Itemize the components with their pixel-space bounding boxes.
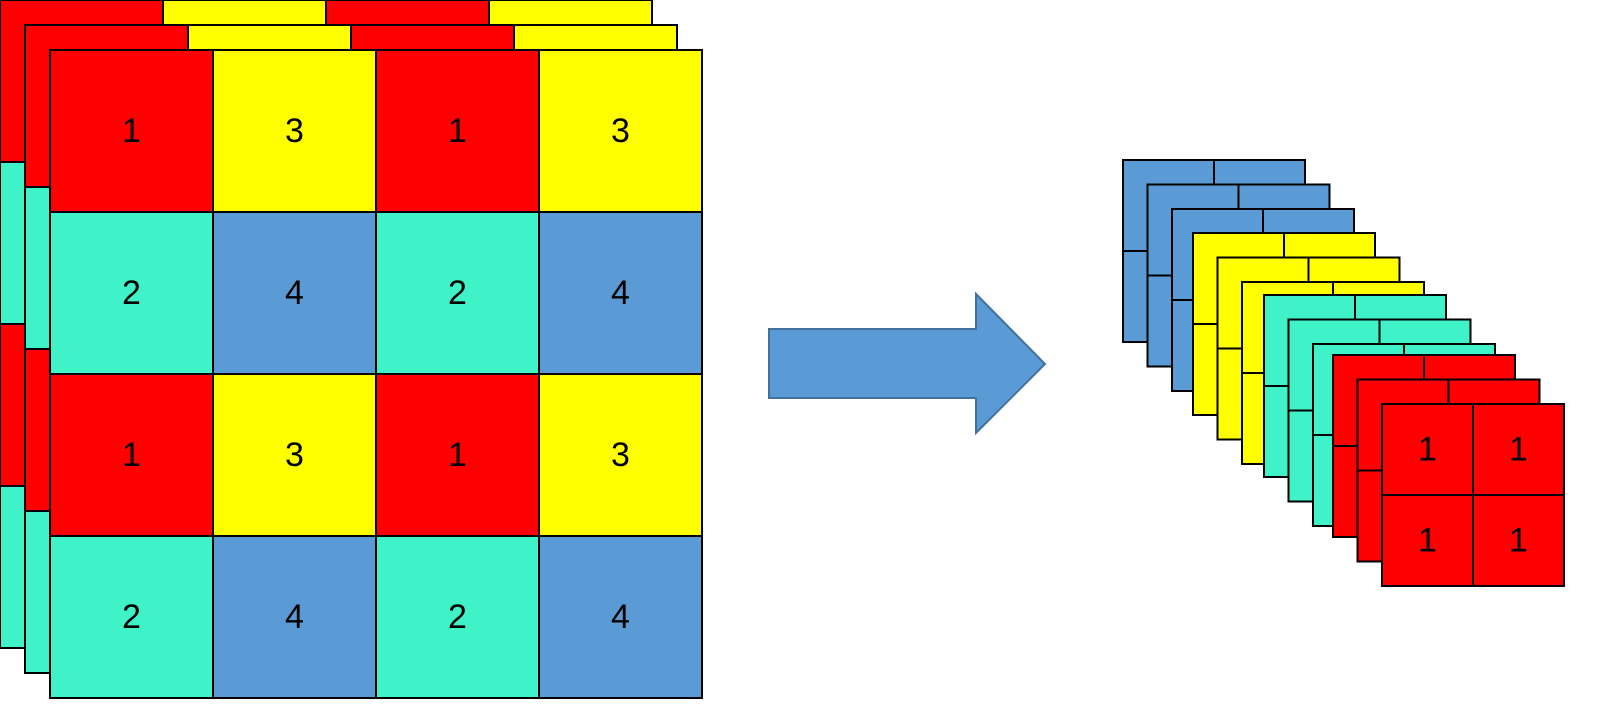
- output-cell: [1472, 494, 1565, 587]
- input-cell-label: 3: [611, 436, 630, 474]
- input-cell: [212, 49, 377, 213]
- output-stack-red: 1 1 1 1: [1332, 354, 1565, 587]
- input-cell-label: 4: [285, 598, 304, 636]
- input-cell-label: 1: [448, 112, 467, 150]
- input-cell: [538, 211, 703, 375]
- input-cell-label: 1: [448, 436, 467, 474]
- input-cell: [49, 49, 214, 213]
- right-arrow-icon: [768, 291, 1047, 436]
- input-cell: [375, 373, 540, 537]
- input-cell-label: 2: [122, 598, 141, 636]
- output-cell-label: 1: [1418, 431, 1437, 469]
- output-cell-label: 1: [1509, 522, 1528, 560]
- input-cell-label: 1: [122, 112, 141, 150]
- input-cell-label: 4: [611, 274, 630, 312]
- input-cell-label: 3: [285, 112, 304, 150]
- input-grid-stack: 1 3 1 3 2 4 2 4 1 3 1 3 2 4 2 4: [0, 0, 703, 699]
- input-cell-label: 1: [122, 436, 141, 474]
- input-cell-label: 2: [122, 274, 141, 312]
- input-cell: [375, 211, 540, 375]
- input-cell: [49, 535, 214, 699]
- input-cell: [538, 49, 703, 213]
- input-cell-label: 3: [611, 112, 630, 150]
- input-cell: [538, 373, 703, 537]
- input-cell-label: 4: [611, 598, 630, 636]
- input-cell: [375, 535, 540, 699]
- input-cell-label: 4: [285, 274, 304, 312]
- input-cell-label: 3: [285, 436, 304, 474]
- input-cell: [212, 373, 377, 537]
- input-cell: [538, 535, 703, 699]
- input-layer: 1 3 1 3 2 4 2 4 1 3 1 3 2 4 2 4: [49, 49, 703, 699]
- input-cell-label: 2: [448, 598, 467, 636]
- input-cell: [375, 49, 540, 213]
- output-cell-label: 1: [1509, 431, 1528, 469]
- output-layer: 1 1 1 1: [1381, 403, 1565, 587]
- input-cell-label: 2: [448, 274, 467, 312]
- transform-arrow: [768, 291, 1047, 436]
- input-cell: [212, 211, 377, 375]
- output-channel-stacks: 1 1 1 1: [1122, 159, 1565, 587]
- input-cell: [49, 211, 214, 375]
- output-cell: [1381, 494, 1474, 587]
- output-cell-label: 1: [1418, 522, 1437, 560]
